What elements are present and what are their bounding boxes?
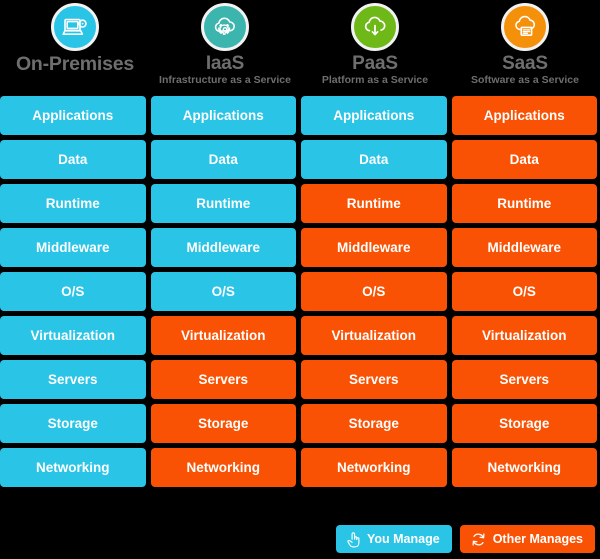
layer-cell-paas-applications[interactable]: Applications (301, 96, 447, 135)
layer-cell-paas-middleware[interactable]: Middleware (301, 228, 447, 267)
legend-label: You Manage (366, 532, 440, 546)
layer-cell-iaas-virtualization[interactable]: Virtualization (150, 316, 296, 355)
layer-cell-paas-networking[interactable]: Networking (301, 448, 447, 487)
layer-cell-on-premises-servers[interactable]: Servers (0, 360, 146, 399)
layer-cell-paas-runtime[interactable]: Runtime (301, 184, 447, 223)
column-header-paas: PaaS Platform as a Service (300, 0, 450, 96)
layer-cell-on-premises-virtualization[interactable]: Virtualization (0, 316, 146, 355)
layer-cell-saas-data[interactable]: Data (451, 140, 597, 179)
layer-cell-iaas-runtime[interactable]: Runtime (150, 184, 296, 223)
layer-cell-saas-storage[interactable]: Storage (451, 404, 597, 443)
layer-cell-iaas-data[interactable]: Data (150, 140, 296, 179)
column-subtitle: Software as a Service (471, 74, 579, 86)
column-header-on-premises: On-Premises (0, 0, 150, 96)
layer-cell-saas-runtime[interactable]: Runtime (451, 184, 597, 223)
legend: You Manage Other Manages (0, 525, 600, 553)
cloud-download-icon (351, 3, 399, 51)
layer-cell-iaas-networking[interactable]: Networking (150, 448, 296, 487)
layer-cell-saas-applications[interactable]: Applications (451, 96, 597, 135)
legend-label: Other Manages (492, 532, 583, 546)
column-headers: On-Premises IaaS Infrastructure as a Ser… (0, 0, 600, 96)
layer-cell-paas-storage[interactable]: Storage (301, 404, 447, 443)
layer-cell-paas-servers[interactable]: Servers (301, 360, 447, 399)
laptop-disc-icon (51, 3, 99, 51)
layer-cell-on-premises-runtime[interactable]: Runtime (0, 184, 146, 223)
cloud-document-icon (501, 3, 549, 51)
layer-cell-on-premises-middleware[interactable]: Middleware (0, 228, 146, 267)
column-title: PaaS (352, 53, 398, 74)
layer-cell-paas-data[interactable]: Data (301, 140, 447, 179)
column-title: IaaS (205, 53, 245, 74)
legend-item-you-manage[interactable]: You Manage (335, 525, 452, 553)
pointing-hand-icon (346, 531, 361, 548)
layer-cell-iaas-servers[interactable]: Servers (150, 360, 296, 399)
layer-cell-saas-servers[interactable]: Servers (451, 360, 597, 399)
column-header-saas: SaaS Software as a Service (450, 0, 600, 96)
layer-cell-saas-networking[interactable]: Networking (451, 448, 597, 487)
layer-cell-on-premises-data[interactable]: Data (0, 140, 146, 179)
layer-cell-on-premises-o-s[interactable]: O/S (0, 272, 146, 311)
layer-cell-paas-o-s[interactable]: O/S (301, 272, 447, 311)
layer-cell-saas-virtualization[interactable]: Virtualization (451, 316, 597, 355)
layer-cell-on-premises-storage[interactable]: Storage (0, 404, 146, 443)
layer-cell-saas-o-s[interactable]: O/S (451, 272, 597, 311)
column-title: On-Premises (15, 53, 135, 75)
layer-cell-iaas-o-s[interactable]: O/S (150, 272, 296, 311)
cycle-arrows-icon (470, 531, 487, 548)
legend-item-other-manages[interactable]: Other Manages (459, 525, 595, 553)
column-subtitle: Infrastructure as a Service (159, 74, 291, 86)
column-subtitle: Platform as a Service (321, 74, 429, 86)
layer-cell-iaas-storage[interactable]: Storage (150, 404, 296, 443)
layer-cell-iaas-middleware[interactable]: Middleware (150, 228, 296, 267)
column-header-iaas: IaaS Infrastructure as a Service (150, 0, 300, 96)
layer-cell-saas-middleware[interactable]: Middleware (451, 228, 597, 267)
layer-cell-on-premises-applications[interactable]: Applications (0, 96, 146, 135)
cloud-gear-icon (201, 3, 249, 51)
layer-cell-iaas-applications[interactable]: Applications (150, 96, 296, 135)
layer-cell-on-premises-networking[interactable]: Networking (0, 448, 146, 487)
column-title: SaaS (502, 53, 548, 74)
layer-cell-paas-virtualization[interactable]: Virtualization (301, 316, 447, 355)
